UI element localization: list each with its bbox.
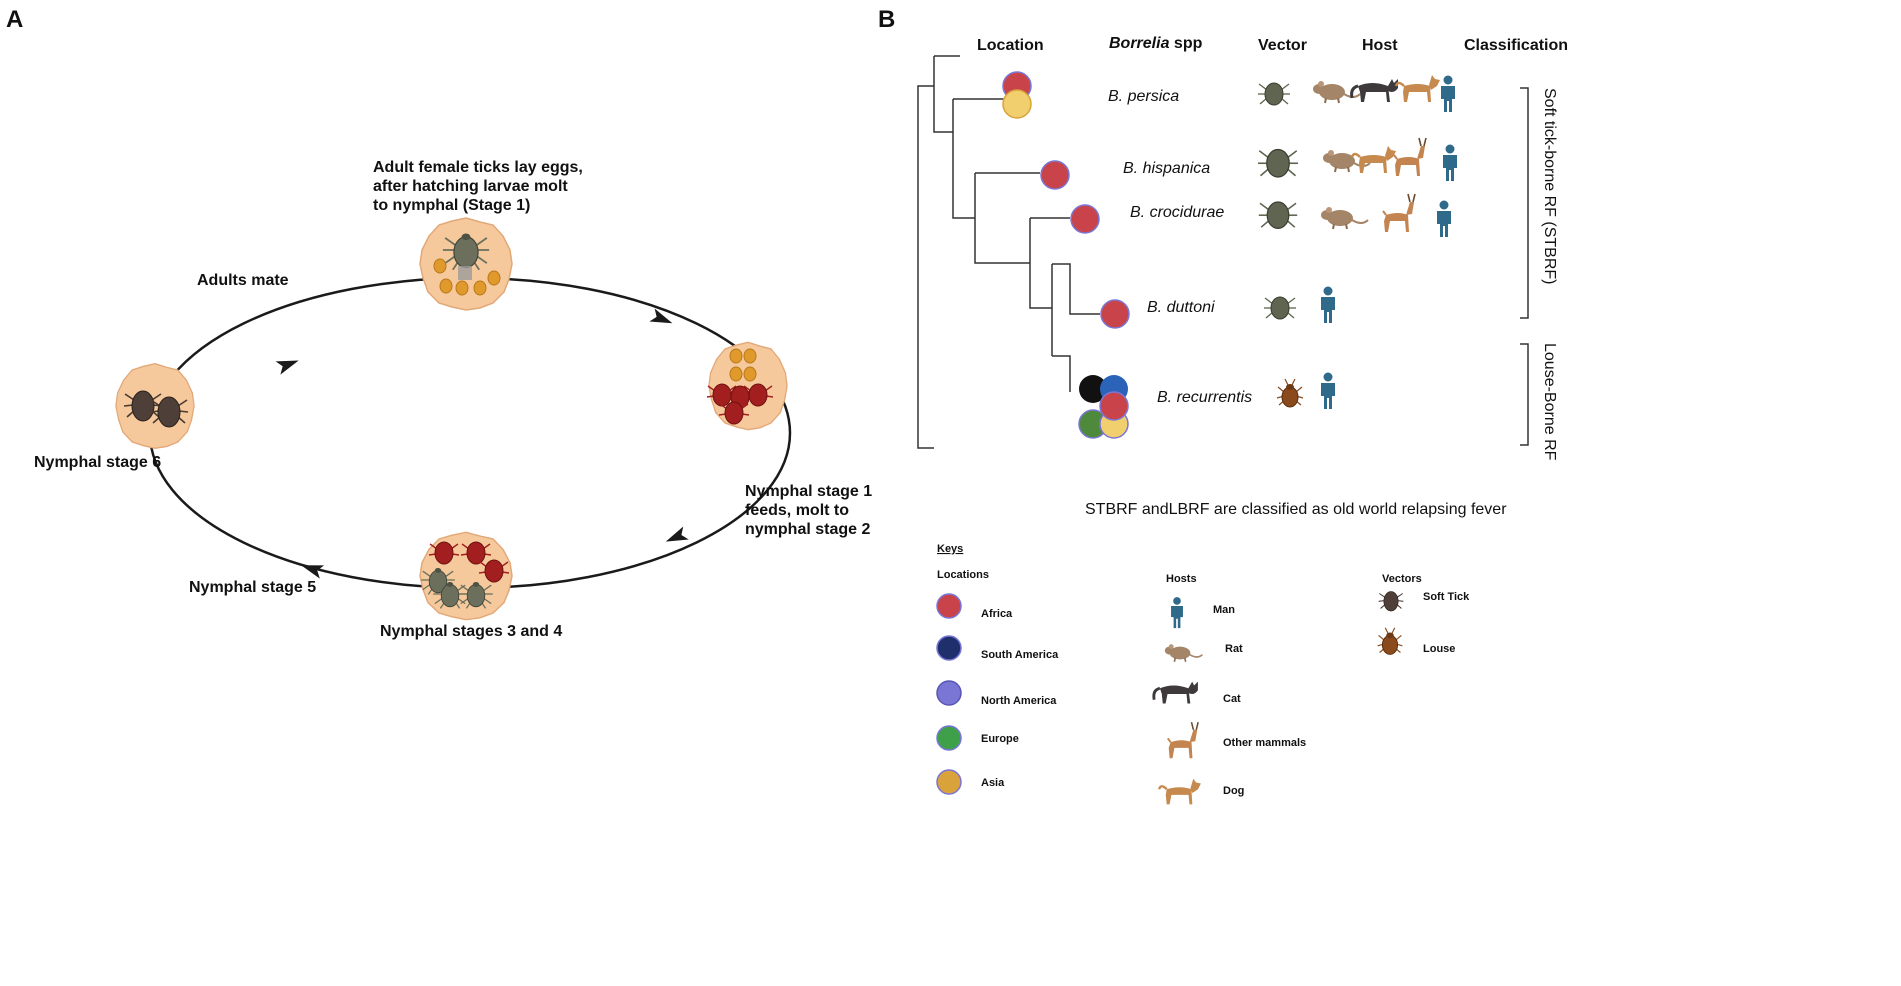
stbrf-bracket <box>1520 87 1529 319</box>
panel-a-label: A <box>6 6 23 33</box>
loc-crocidurae <box>1070 204 1100 234</box>
classification-stbrf: Soft tick-borne RF (STBRF) <box>1541 88 1558 284</box>
caption-stage5: Nymphal stage 5 <box>189 579 316 596</box>
header-vector: Vector <box>1258 37 1307 54</box>
loc-persica <box>1002 71 1032 119</box>
key-tick-icon <box>1378 591 1404 612</box>
caption-stage34: Nymphal stages 3 and 4 <box>380 623 562 640</box>
stage34-blob <box>419 531 513 621</box>
vector-tick-icon <box>1257 82 1291 106</box>
key-location-africa-label: Africa <box>981 608 1013 620</box>
loc-hispanica <box>1040 160 1070 190</box>
key-location-asia-label: Asia <box>981 777 1005 789</box>
arrow-bottom-right <box>665 526 689 542</box>
key-host-man-label: Man <box>1213 604 1235 616</box>
host-man-icon <box>1437 200 1451 237</box>
host-deer-icon <box>1393 137 1427 177</box>
host-man-icon <box>1443 144 1457 181</box>
keys-vectors-title: Vectors <box>1382 573 1422 585</box>
header-classification: Classification <box>1464 37 1568 54</box>
arrow-bottom-left <box>301 565 325 579</box>
keys-hosts-title: Hosts <box>1166 573 1197 585</box>
header-location: Location <box>977 37 1044 54</box>
species-recurrentis: B. recurrentis <box>1157 389 1252 406</box>
species-hispanica: B. hispanica <box>1123 160 1210 177</box>
key-host-rat-label: Rat <box>1225 643 1243 655</box>
species-crocidurae: B. crocidurae <box>1130 204 1224 221</box>
vector-louse-icon <box>1276 378 1304 408</box>
host-man-icon <box>1321 286 1335 323</box>
key-host-dog-label: Dog <box>1223 785 1244 797</box>
species-persica: B. persica <box>1108 88 1179 105</box>
caption-stage2-line2: feeds, molt to <box>745 502 849 519</box>
header-borrelia-genus: Borrelia <box>1109 35 1170 52</box>
key-host-cat-label: Cat <box>1223 693 1241 705</box>
caption-stage2-line3: nymphal stage 2 <box>745 521 870 538</box>
vector-tick-icon <box>1263 296 1297 320</box>
key-location-europe-label: Europe <box>981 733 1019 745</box>
host-man-icon <box>1441 75 1455 112</box>
key-vector-soft-tick-label: Soft Tick <box>1423 591 1470 603</box>
caption-stage1-line3: to nymphal (Stage 1) <box>373 197 530 214</box>
species-duttoni: B. duttoni <box>1147 299 1215 316</box>
key-vector-louse-label: Louse <box>1423 643 1455 655</box>
key-location-asia: Asia <box>936 769 1005 795</box>
classification-lbrf: Louse-Borne RF <box>1541 343 1558 461</box>
caption-stage2-line1: Nymphal stage 1 <box>745 483 872 500</box>
loc-recurrentis <box>1078 375 1129 439</box>
vector-tick-icon <box>1257 148 1299 178</box>
caption-stage1-line2: after hatching larvae molt <box>373 178 568 195</box>
key-rat-icon <box>1164 643 1204 663</box>
header-borrelia-spp: spp <box>1169 35 1202 52</box>
caption-adults-mate: Adults mate <box>197 272 289 289</box>
vector-tick-icon <box>1258 201 1298 230</box>
host-dog-icon <box>1350 144 1398 175</box>
key-cat-icon <box>1152 680 1200 705</box>
header-host: Host <box>1362 37 1398 54</box>
key-location-south-america: South America <box>936 635 1059 661</box>
key-location-europe: Europe <box>936 725 1019 751</box>
host-rat-icon <box>1320 206 1369 230</box>
arrow-top-right <box>649 308 673 324</box>
stage1-blob <box>419 217 513 311</box>
key-host-other-mammals-label: Other mammals <box>1223 737 1306 749</box>
key-location-north-america: North America <box>936 680 1057 707</box>
classification-note: STBRF andLBRF are classified as old worl… <box>1085 501 1507 518</box>
stage2-blob <box>706 341 788 431</box>
key-deer-icon <box>1166 721 1200 760</box>
key-dog-icon <box>1157 777 1203 806</box>
key-location-africa: Africa <box>936 593 1013 620</box>
keys-title: Keys <box>937 543 963 555</box>
phylogenetic-tree <box>917 55 1100 449</box>
caption-stage1-line1: Adult female ticks lay eggs, <box>373 159 583 176</box>
loc-duttoni <box>1100 299 1130 329</box>
panel-b-label: B <box>878 6 895 33</box>
key-location-south-america-label: South America <box>981 649 1059 661</box>
stage6-blob <box>115 362 195 450</box>
key-louse-icon <box>1377 627 1403 655</box>
host-dog-icon <box>1394 73 1442 104</box>
key-man-icon <box>1171 597 1183 629</box>
key-location-north-america-label: North America <box>981 695 1057 707</box>
host-man-icon <box>1321 372 1335 409</box>
header-borrelia: Borrelia spp <box>1109 35 1203 52</box>
host-deer-icon <box>1382 193 1416 233</box>
keys-locations-title: Locations <box>937 569 989 581</box>
lbrf-bracket <box>1520 343 1529 446</box>
caption-stage6: Nymphal stage 6 <box>34 454 161 471</box>
arrow-adults-mate <box>275 360 299 375</box>
host-cat-icon <box>1350 77 1400 104</box>
